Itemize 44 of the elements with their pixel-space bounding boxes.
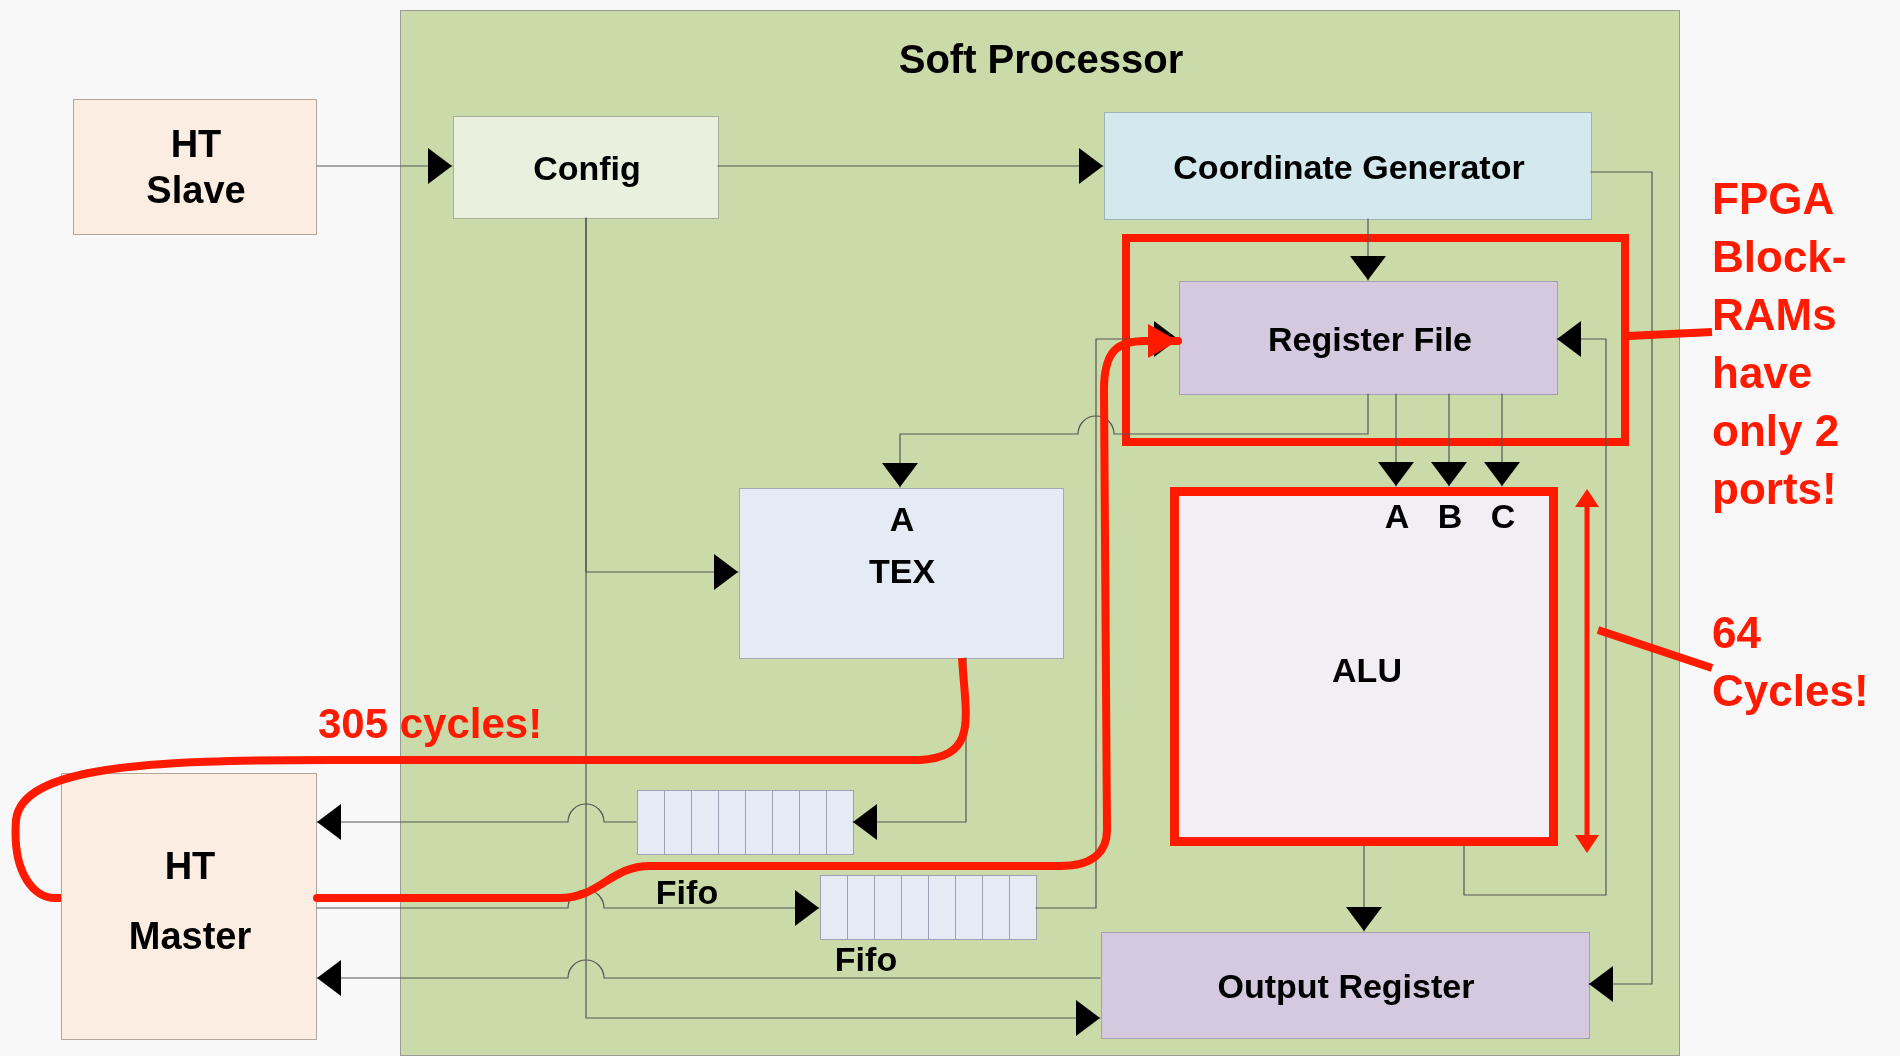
module-label: C <box>1490 495 1516 537</box>
module-box <box>739 488 1064 659</box>
connector-arrow <box>1588 171 1653 1002</box>
connector-arrow <box>585 217 1101 1036</box>
module-label: B <box>1437 495 1463 537</box>
module-label: Output Register <box>1217 965 1475 1007</box>
connector-arrow <box>1350 218 1386 281</box>
fifo-label: Fifo <box>655 871 719 913</box>
module-box <box>1104 112 1592 220</box>
connector-arrow <box>882 393 1369 488</box>
annotation-text: 64 Cycles! <box>1712 607 1870 717</box>
connector-arrow <box>316 803 637 840</box>
leader-line <box>1627 328 1713 340</box>
module-box <box>61 773 317 1040</box>
connector-arrow <box>1378 393 1414 487</box>
connector-arrow <box>717 148 1104 184</box>
module-label: A <box>1384 495 1410 537</box>
module-label: TEX <box>868 550 936 592</box>
connector-arrow <box>316 959 1101 996</box>
annotation-text: FPGA Block- RAMs have only 2 ports! <box>1712 173 1848 515</box>
connector-arrow <box>316 148 453 184</box>
module-box <box>453 116 719 219</box>
connector-arrow <box>1431 393 1467 487</box>
highlight-frame <box>1122 234 1629 446</box>
module-label: A <box>889 498 915 540</box>
module-box <box>73 99 317 235</box>
module-label: Register File <box>1267 318 1473 360</box>
connector-arrow <box>1484 393 1520 487</box>
connector-arrow <box>1346 844 1382 932</box>
latency-path-arrow <box>313 324 1182 902</box>
connector-arrow <box>316 889 820 926</box>
module-box <box>1101 932 1590 1039</box>
module-box <box>1179 281 1558 395</box>
module-label: HT Slave <box>145 122 247 213</box>
edge-label: 305 cycles! <box>318 700 543 748</box>
module-label: Coordinate Generator <box>1173 146 1525 188</box>
module-label: ALU <box>1332 649 1402 691</box>
connector-arrow <box>1463 321 1607 896</box>
module-label: HT Master <box>127 844 253 959</box>
fifo-label: Fifo <box>834 938 898 980</box>
module-label: Config <box>533 147 641 189</box>
container-title: Soft Processor <box>898 36 1184 83</box>
module-box <box>1170 487 1558 846</box>
processor-container <box>400 10 1680 1056</box>
